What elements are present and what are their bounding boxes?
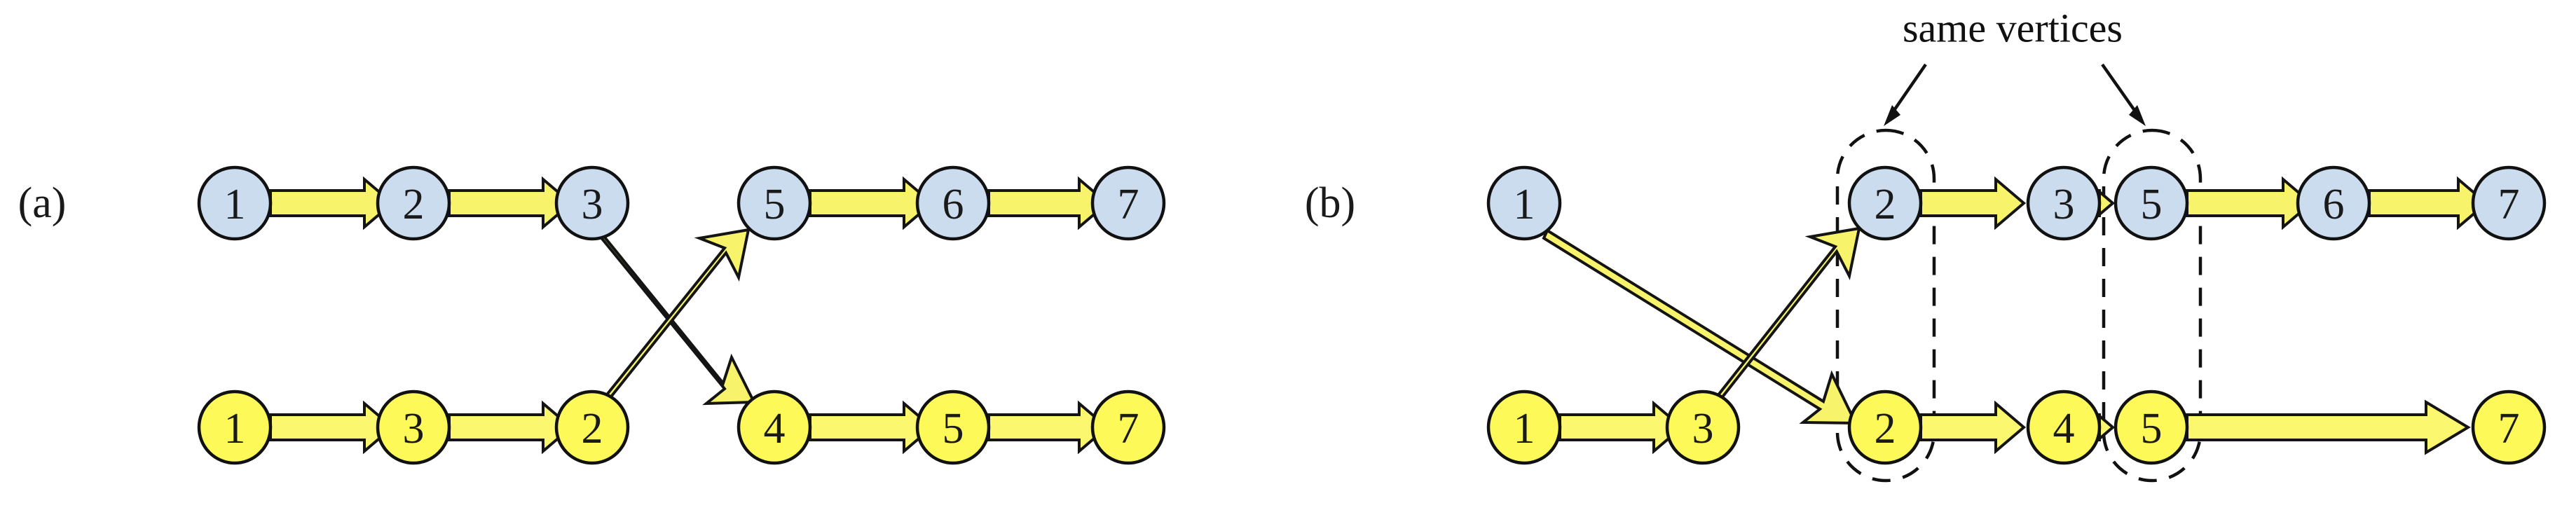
node-label: 5 xyxy=(2141,181,2163,228)
node-yellow-a-4[interactable]: 4 xyxy=(737,390,812,465)
node-label: 1 xyxy=(224,405,246,453)
panel-b-blue-nodes: 1 2 3 5 6 7 xyxy=(1486,165,2547,241)
node-label: 6 xyxy=(2323,181,2345,228)
group-capsule-vertex-5 xyxy=(2102,128,2202,483)
pointer-arrow-left-icon xyxy=(1884,63,1927,126)
edge-arrow-blue-6-7 xyxy=(987,176,1110,230)
node-yellow-b-1[interactable]: 1 xyxy=(1486,390,1562,465)
panel-a-cross-edges xyxy=(597,226,757,410)
node-label: 3 xyxy=(2053,181,2075,228)
node-label: 5 xyxy=(2141,405,2163,453)
edge-arrow-b-blue-5-6 xyxy=(2186,176,2314,230)
node-blue-b-1[interactable]: 1 xyxy=(1486,165,1562,241)
edge-arrow-yellow-1-3 xyxy=(269,400,395,455)
node-yellow-b-2[interactable]: 2 xyxy=(1847,390,1923,465)
panel-b-yellow-edges xyxy=(1558,399,2471,455)
node-yellow-a-2[interactable]: 2 xyxy=(554,390,630,465)
edge-arrow-blue-2-3 xyxy=(448,176,574,230)
node-yellow-b-3[interactable]: 3 xyxy=(1665,390,1741,465)
node-yellow-a-3[interactable]: 3 xyxy=(376,390,451,465)
node-label: 2 xyxy=(1875,181,1896,228)
node-label: 7 xyxy=(2498,181,2520,228)
panel-a-yellow-edges xyxy=(269,400,1110,455)
panel-b-groups xyxy=(1835,128,2202,483)
node-yellow-a-5[interactable]: 5 xyxy=(915,390,991,465)
edge-arrow-b-blue-6-7 xyxy=(2368,176,2489,230)
edge-arrow-b-blue-2-3 xyxy=(1919,176,2027,230)
node-yellow-b-7[interactable]: 7 xyxy=(2471,390,2547,465)
node-label: 3 xyxy=(403,405,425,453)
node-blue-a-5[interactable]: 5 xyxy=(737,165,812,241)
node-label: 1 xyxy=(224,181,246,228)
edge-arrow-blue-1-2 xyxy=(269,176,395,230)
same-vertices-annotation: same vertices xyxy=(1903,5,2123,50)
node-blue-a-6[interactable]: 6 xyxy=(915,165,991,241)
panel-a-label: (a) xyxy=(18,179,67,227)
node-blue-a-1[interactable]: 1 xyxy=(197,165,273,241)
edge-arrow-b-yellow-1-3 xyxy=(1558,400,1685,455)
node-label: 2 xyxy=(403,181,425,228)
panel-b-cross-edges xyxy=(1542,226,1861,425)
panel-b-yellow-nodes: 1 3 2 4 5 7 xyxy=(1486,390,2547,465)
cross-arrow-b-blue1-to-yellow2 xyxy=(1542,228,1858,425)
edge-arrow-b-yellow-5-7 xyxy=(2186,399,2471,455)
group-capsule-vertex-2 xyxy=(1835,128,1936,483)
node-label: 6 xyxy=(943,181,964,228)
edge-arrow-b-yellow-2-4 xyxy=(1919,400,2027,455)
node-blue-b-6[interactable]: 6 xyxy=(2296,165,2371,241)
node-blue-b-7[interactable]: 7 xyxy=(2471,165,2547,241)
panel-a-blue-nodes: 1 2 3 5 6 7 xyxy=(197,165,1166,241)
node-label: 5 xyxy=(764,181,786,228)
node-yellow-a-7[interactable]: 7 xyxy=(1090,390,1166,465)
node-blue-a-2[interactable]: 2 xyxy=(376,165,451,241)
node-blue-b-2[interactable]: 2 xyxy=(1847,165,1923,241)
node-label: 7 xyxy=(2498,405,2520,453)
node-yellow-b-4[interactable]: 4 xyxy=(2026,390,2102,465)
panel-a-yellow-nodes: 1 3 2 4 5 7 xyxy=(197,390,1166,465)
node-yellow-a-1[interactable]: 1 xyxy=(197,390,273,465)
edge-arrow-yellow-5-7 xyxy=(987,400,1110,455)
annotation-pointers xyxy=(1884,63,2146,126)
node-label: 7 xyxy=(1118,181,1139,228)
edge-arrow-yellow-4-5 xyxy=(809,400,935,455)
node-label: 4 xyxy=(2053,405,2075,453)
node-label: 3 xyxy=(1692,405,1714,453)
node-yellow-b-5[interactable]: 5 xyxy=(2113,390,2189,465)
node-label: 1 xyxy=(1514,181,1535,228)
cross-arrow-yellow2-to-blue5 xyxy=(600,228,751,410)
edge-arrow-yellow-3-2 xyxy=(448,400,574,455)
node-blue-b-5[interactable]: 5 xyxy=(2113,165,2189,241)
node-blue-a-3[interactable]: 3 xyxy=(554,165,630,241)
node-blue-a-7[interactable]: 7 xyxy=(1090,165,1166,241)
pointer-arrow-right-icon xyxy=(2101,63,2146,126)
edge-arrow-blue-5-6 xyxy=(809,176,935,230)
node-label: 4 xyxy=(764,405,786,453)
node-label: 2 xyxy=(1875,405,1896,453)
cross-arrow-b-yellow3-to-blue2 xyxy=(1713,226,1861,408)
cross-arrow-blue3-to-yellow4 xyxy=(597,226,757,406)
panel-b-label: (b) xyxy=(1305,179,1355,227)
node-blue-b-3[interactable]: 3 xyxy=(2026,165,2102,241)
node-label: 5 xyxy=(943,405,964,453)
node-label: 7 xyxy=(1118,405,1139,453)
node-label: 1 xyxy=(1514,405,1535,453)
node-label: 3 xyxy=(582,181,603,228)
panel-b-blue-edges xyxy=(1919,176,2489,230)
node-label: 2 xyxy=(582,405,603,453)
